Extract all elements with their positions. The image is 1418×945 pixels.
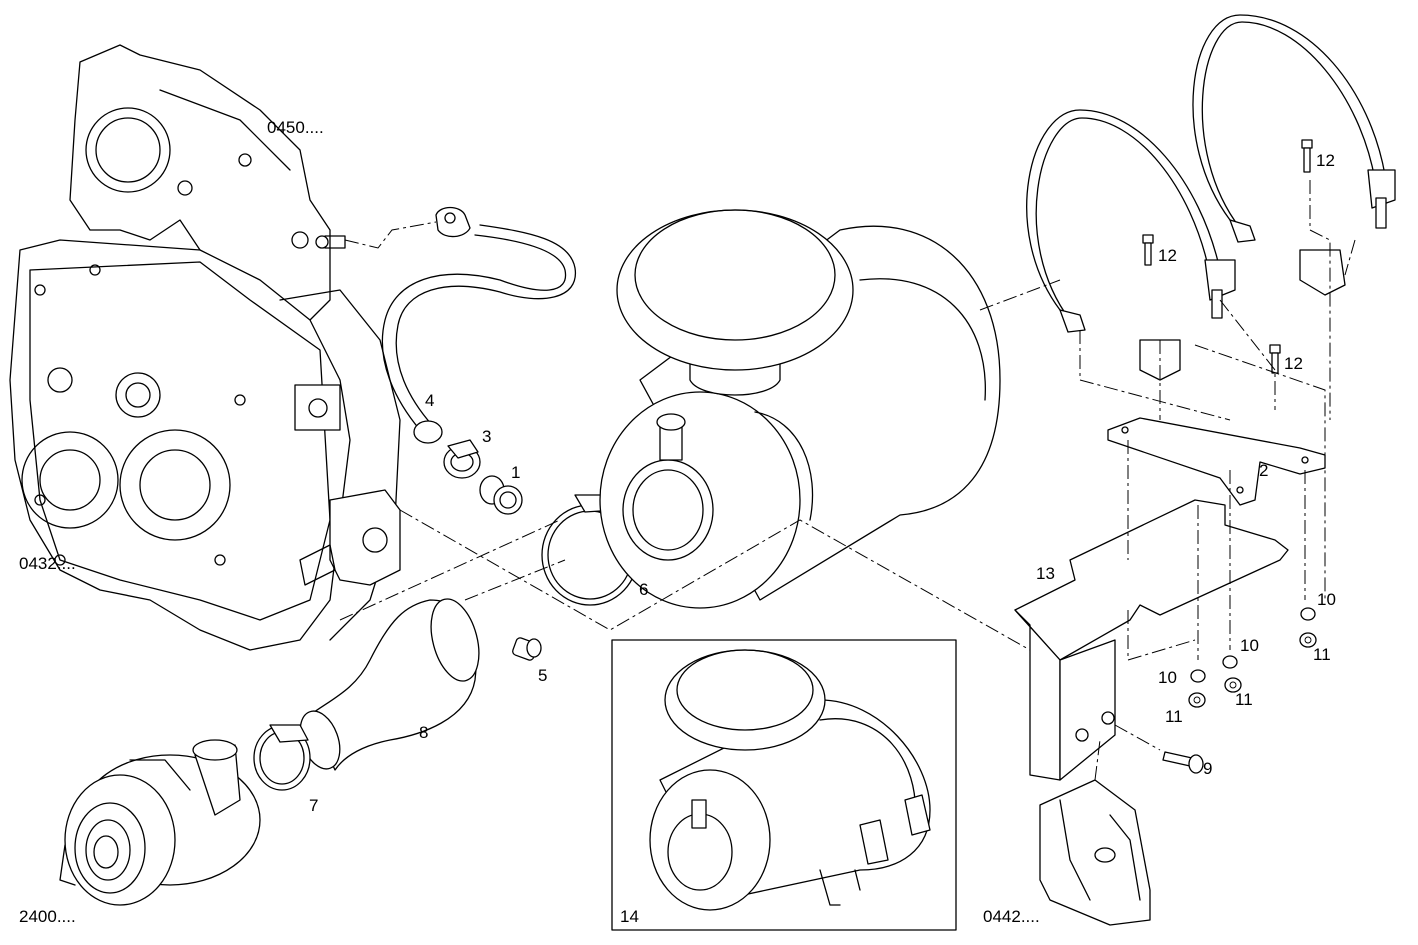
nut-part-10-c: [1190, 669, 1206, 683]
hose-clamp-part-7: [253, 724, 311, 791]
plug-part-5: [512, 637, 542, 661]
callout-11-b: 11: [1235, 690, 1253, 709]
callout-8: 8: [419, 723, 428, 742]
mounting-strap-left: [1026, 109, 1236, 381]
callout-11-a: 11: [1313, 645, 1331, 664]
callout-2: 2: [1259, 461, 1268, 480]
callout-1: 1: [511, 463, 520, 482]
engine-timing-cover: [9, 44, 401, 651]
reference-0450: 0450....: [267, 118, 324, 137]
reference-0432: 0432....: [19, 554, 76, 573]
fitting-part-1: [479, 475, 523, 515]
inset-part-14: [611, 639, 957, 931]
nut-part-10-b: [1222, 655, 1238, 669]
washer-part-11-b: [1224, 677, 1242, 693]
air-filter-assembly: [599, 209, 1001, 609]
assembly-lines: [339, 180, 1356, 781]
bracket-part-13: [1014, 499, 1289, 781]
bolt-part-12-c: [1269, 344, 1281, 374]
mounting-foot: [1039, 779, 1151, 926]
clamp-part-3: [443, 439, 481, 479]
callout-7: 7: [309, 796, 318, 815]
callout-12-b: 12: [1158, 246, 1177, 265]
callout-13: 13: [1036, 564, 1055, 583]
reference-0442: 0442....: [983, 907, 1040, 926]
callout-9: 9: [1203, 759, 1212, 778]
bolt-part-9: [1162, 751, 1204, 774]
callout-5: 5: [538, 666, 547, 685]
callout-11-c: 11: [1165, 707, 1183, 726]
callout-4: 4: [425, 391, 434, 410]
washer-part-11-a: [1299, 632, 1317, 648]
nut-part-10-a: [1300, 607, 1316, 621]
intake-elbow-part-8: [299, 598, 480, 771]
turbocharger: [59, 739, 261, 906]
washer-part-11-c: [1188, 692, 1206, 708]
reference-2400: 2400....: [19, 907, 76, 926]
mounting-strap-right: [1192, 14, 1396, 296]
callout-10-a: 10: [1317, 590, 1336, 609]
callout-12-c: 12: [1284, 354, 1303, 373]
references: 0450.... 0432.... 2400.... 0442....: [19, 118, 1040, 926]
bolt-part-12-a: [1301, 139, 1313, 173]
callout-12-a: 12: [1316, 151, 1335, 170]
callout-10-c: 10: [1158, 668, 1177, 687]
callout-6: 6: [639, 580, 648, 599]
callout-14: 14: [620, 907, 639, 926]
callouts: 1 2 3 4 5 6 7 8 9 10 10 10 11 11 11 12 1…: [309, 151, 1336, 926]
callout-3: 3: [482, 427, 491, 446]
callout-10-b: 10: [1240, 636, 1259, 655]
hose-part-4: [344, 206, 576, 444]
plate-part-2: [1107, 417, 1326, 506]
bolt-part-12-b: [1142, 234, 1154, 266]
